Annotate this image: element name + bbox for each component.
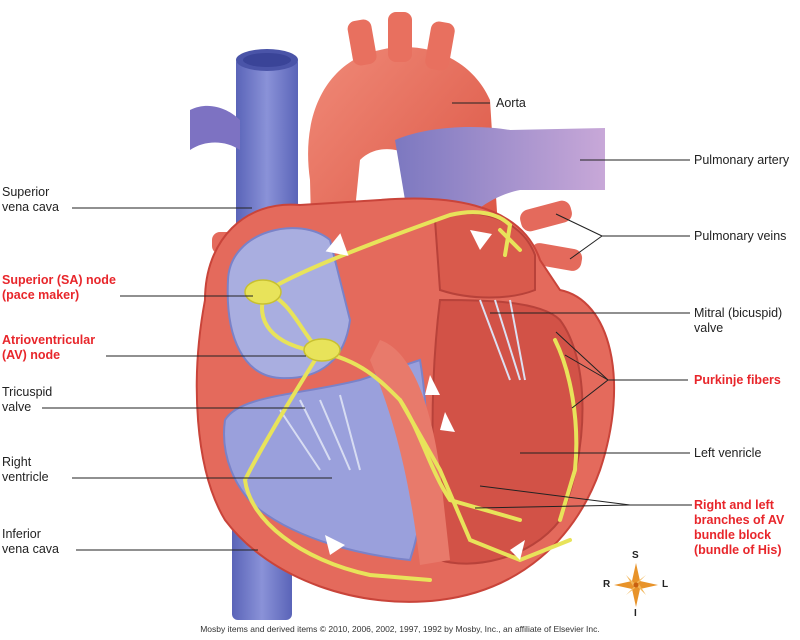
compass-superior: S xyxy=(632,550,639,561)
compass-rose-icon xyxy=(614,563,658,607)
label-bundle-branches: Right and left branches of AV bundle blo… xyxy=(694,498,785,557)
compass-left: L xyxy=(662,579,669,590)
label-right-ventricle: Right ventricle xyxy=(2,455,49,484)
compass-inferior: I xyxy=(634,608,637,619)
left-atrium-shape xyxy=(433,212,536,299)
flow-arrows xyxy=(325,230,525,560)
label-pulmonary-artery: Pulmonary artery xyxy=(694,153,790,167)
label-tricuspid-valve: Tricuspid valve xyxy=(2,385,53,414)
compass-right: R xyxy=(603,579,611,590)
label-av-node: Atrioventricular (AV) node xyxy=(2,333,96,362)
sa-node-shape xyxy=(244,279,282,305)
copyright-notice: Mosby items and derived items © 2010, 20… xyxy=(200,624,600,634)
label-left-ventricle: Left venricle xyxy=(694,446,762,460)
left-vessel-shape xyxy=(190,105,240,150)
label-pulmonary-veins: Pulmonary veins xyxy=(694,229,787,243)
label-sa-node: Superior (SA) node (pace maker) xyxy=(2,273,116,302)
label-inferior-vena-cava: Inferior vena cava xyxy=(2,527,59,556)
leader-lines xyxy=(42,102,692,551)
conduction-system-shape xyxy=(242,210,579,582)
av-node-shape xyxy=(303,338,341,362)
label-purkinje-fibers: Purkinje fibers xyxy=(694,373,781,387)
label-mitral-valve: Mitral (bicuspid) valve xyxy=(694,306,783,335)
label-superior-vena-cava: Superior vena cava xyxy=(2,185,59,214)
septum-shape xyxy=(370,340,450,565)
label-aorta: Aorta xyxy=(496,96,526,110)
tricuspid-valve-shape xyxy=(279,394,361,471)
